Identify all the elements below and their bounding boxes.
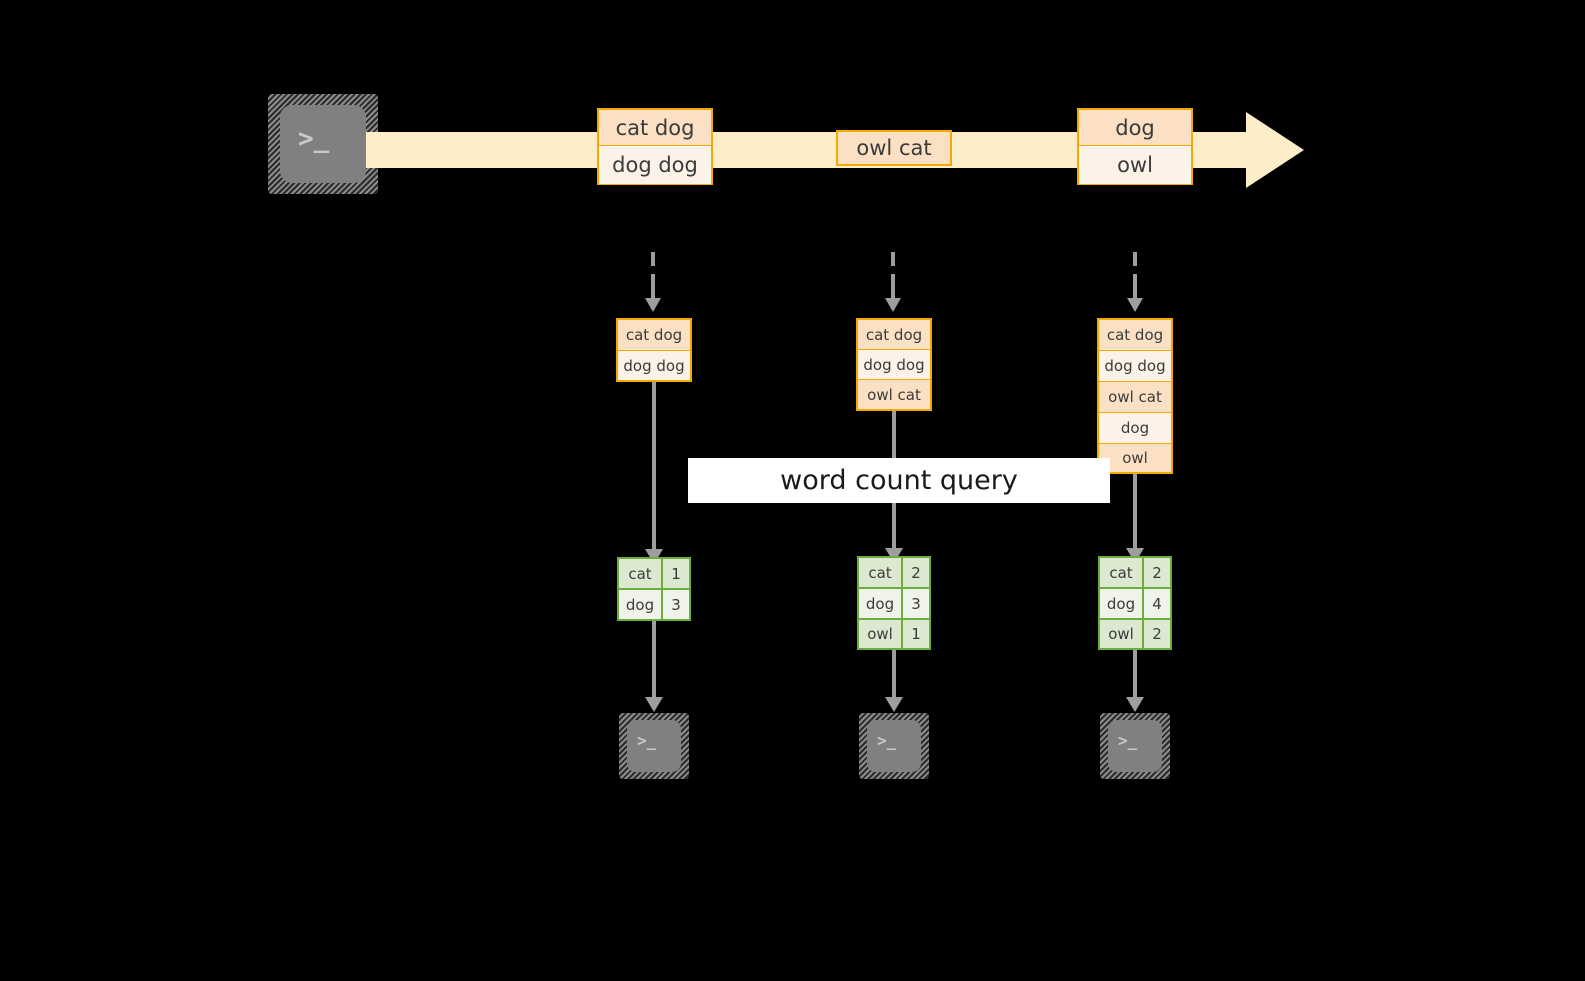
accumulated-line: dog — [1099, 413, 1171, 444]
table-row: owl 1 — [859, 620, 929, 648]
query-label-band: word count query — [688, 458, 1110, 503]
table-row: dog 4 — [1100, 589, 1170, 620]
result-count: 3 — [663, 590, 689, 619]
result-count: 1 — [663, 559, 689, 588]
event-stream-arrow — [366, 110, 1306, 190]
sink-connector-3 — [1124, 650, 1146, 713]
table-row: cat 2 — [1100, 558, 1170, 589]
sink-connector-1 — [643, 621, 665, 713]
query-connector-1 — [643, 382, 665, 565]
trigger-drop-arrow-2 — [880, 252, 906, 314]
stream-line: dog — [1079, 110, 1191, 146]
stream-batch-2: owl cat — [836, 130, 952, 166]
terminal-face — [280, 105, 366, 183]
terminal-prompt-glyph: >_ — [637, 731, 657, 750]
result-table-1: cat 1 dog 3 — [617, 557, 691, 621]
terminal-prompt-glyph: >_ — [1118, 731, 1138, 750]
result-table-3: cat 2 dog 4 owl 2 — [1098, 556, 1172, 650]
result-table-2: cat 2 dog 3 owl 1 — [857, 556, 931, 650]
accumulated-line: owl cat — [858, 380, 930, 409]
stream-batch-1: cat dog dog dog — [597, 108, 713, 185]
sink-connector-2 — [883, 650, 905, 713]
accumulated-line: dog dog — [618, 351, 690, 380]
result-count: 3 — [903, 589, 929, 618]
accumulated-line: owl cat — [1099, 382, 1171, 413]
accumulated-line: cat dog — [1099, 320, 1171, 351]
sink-terminal-icon-2: >_ — [859, 713, 929, 779]
accumulated-line: dog dog — [858, 350, 930, 380]
trigger-drop-arrow-3 — [1122, 252, 1148, 314]
table-row: dog 3 — [859, 589, 929, 620]
result-word: dog — [619, 590, 663, 619]
result-count: 2 — [1144, 620, 1170, 648]
result-count: 2 — [1144, 558, 1170, 587]
stream-batch-3: dog owl — [1077, 108, 1193, 185]
terminal-prompt-glyph: >_ — [298, 124, 330, 154]
sink-terminal-icon-3: >_ — [1100, 713, 1170, 779]
result-word: cat — [619, 559, 663, 588]
trigger-drop-arrow-1 — [640, 252, 666, 314]
accumulated-input-1: cat dog dog dog — [616, 318, 692, 382]
accumulated-line: cat dog — [618, 320, 690, 351]
table-row: cat 1 — [619, 559, 689, 590]
result-word: cat — [1100, 558, 1144, 587]
result-count: 1 — [903, 620, 929, 648]
terminal-face — [867, 720, 921, 772]
table-row: owl 2 — [1100, 620, 1170, 648]
stream-line: owl — [1079, 146, 1191, 184]
result-word: dog — [1100, 589, 1144, 618]
sink-terminal-icon-1: >_ — [619, 713, 689, 779]
result-word: cat — [859, 558, 903, 587]
accumulated-line: owl — [1099, 444, 1171, 472]
accumulated-line: dog dog — [1099, 351, 1171, 382]
result-count: 4 — [1144, 589, 1170, 618]
terminal-face — [1108, 720, 1162, 772]
stream-line: dog dog — [599, 146, 711, 184]
query-connector-3 — [1124, 474, 1146, 564]
table-row: cat 2 — [859, 558, 929, 589]
stream-line: cat dog — [599, 110, 711, 146]
result-word: dog — [859, 589, 903, 618]
table-row: dog 3 — [619, 590, 689, 619]
source-terminal-icon: >_ — [268, 94, 378, 194]
result-word: owl — [859, 620, 903, 648]
accumulated-line: cat dog — [858, 320, 930, 350]
accumulated-input-2: cat dog dog dog owl cat — [856, 318, 932, 411]
terminal-face — [627, 720, 681, 772]
accumulated-input-3: cat dog dog dog owl cat dog owl — [1097, 318, 1173, 474]
result-count: 2 — [903, 558, 929, 587]
terminal-prompt-glyph: >_ — [877, 731, 897, 750]
result-word: owl — [1100, 620, 1144, 648]
